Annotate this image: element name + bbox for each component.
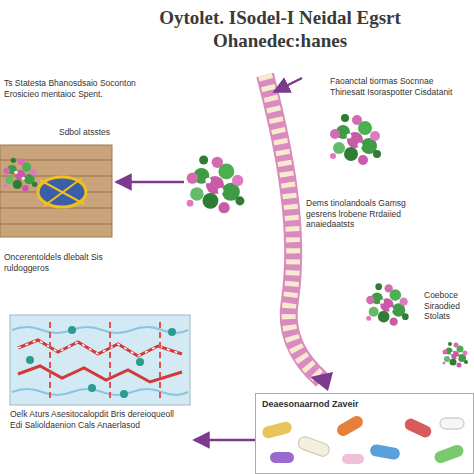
panel-caption: Oelk Aturs Asesitocalopdit Bris dereioqu…: [8, 409, 194, 430]
protein-clusters: [187, 114, 468, 368]
pill-image: [261, 414, 465, 465]
flow-arrow: [194, 439, 255, 442]
picture-panel: Sdbol atsstes: [0, 124, 112, 238]
water-image: [10, 315, 190, 405]
note-label: Dems tinolandoals Gamsg gesrens lrobene …: [306, 198, 406, 230]
note-label: Oncerentoldels dlebalt Sis ruldoggeros: [4, 252, 149, 273]
wood-image: [0, 145, 112, 237]
note-label: Coeboce Siraodied Stolats: [424, 290, 470, 322]
molecule-spine: [265, 75, 333, 391]
note-label: Ts Statesta Bhanosdsaio Soconton Erosici…: [4, 78, 154, 99]
diagram-title: Oytolet. ISodel-I Neidal Egsrt Ohanedec:…: [120, 6, 440, 52]
picture-panel: Oelk Aturs Asesitocalopdit Bris dereioqu…: [8, 313, 194, 463]
box-heading: Deaesonaarnod Zaveir: [262, 399, 467, 410]
panel-caption: Sdbol atsstes: [0, 127, 112, 138]
image-box: Deaesonaarnod Zaveir: [255, 393, 474, 474]
note-label: Faoanctal tiormas Socnnae Thinesatt Isor…: [330, 76, 470, 97]
